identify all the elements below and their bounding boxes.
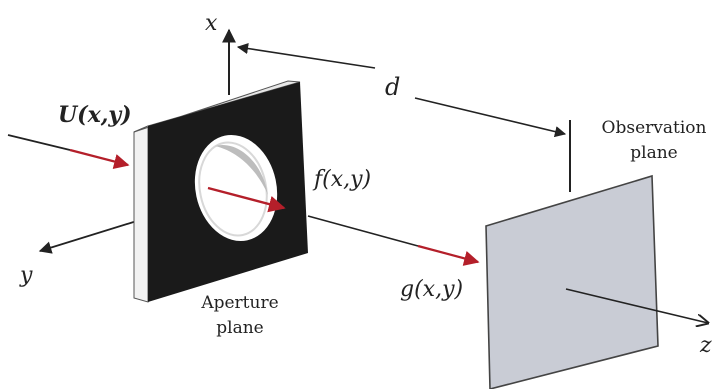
incident-line-black <box>7 134 71 151</box>
z-axis-line <box>565 288 708 323</box>
propagation-line-black <box>307 215 419 247</box>
observation-plane-label-line2: plane <box>630 143 677 163</box>
propagation-arrow-red <box>417 244 480 266</box>
aperture-hole-shadow <box>215 144 268 195</box>
observation-screen <box>485 174 659 389</box>
y-axis-line <box>38 219 141 254</box>
aperture-function-label: f(x,y) <box>312 167 371 192</box>
incident-field-label: U(x,y) <box>58 102 132 128</box>
y-axis-label: y <box>19 263 33 288</box>
z-axis-label: z <box>699 333 712 358</box>
aperture-plane-label-line1: Aperture <box>200 293 278 313</box>
observed-field-label: g(x,y) <box>400 277 463 302</box>
x-axis-label: x <box>205 11 218 36</box>
distance-line-right <box>414 97 567 138</box>
incident-arrow-red <box>69 148 130 169</box>
aperture-plane-label-line2: plane <box>216 318 263 338</box>
aperture-arrow-red <box>207 186 286 213</box>
distance-label: d <box>385 73 400 101</box>
aperture-plate-edge <box>133 125 149 303</box>
distance-line-left <box>236 42 376 69</box>
observation-plane-label-line1: Observation <box>602 118 707 138</box>
